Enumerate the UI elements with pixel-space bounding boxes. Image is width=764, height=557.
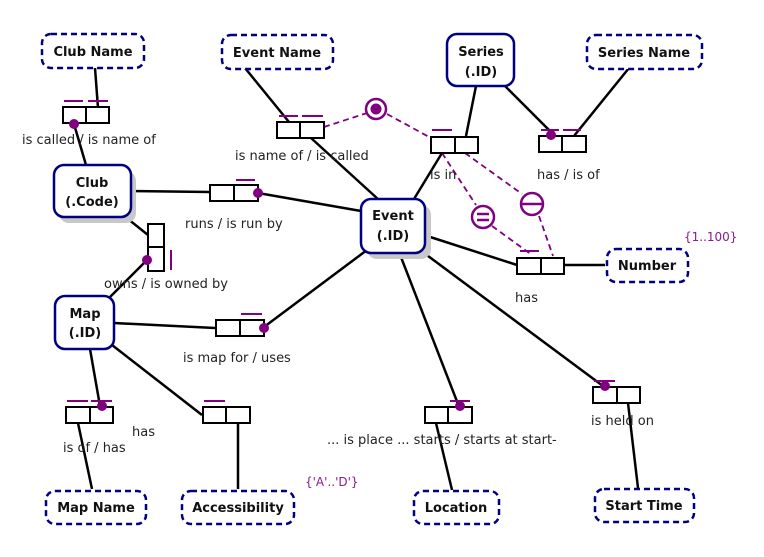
fact-reading: is of / has — [63, 441, 126, 456]
link-map-mapname — [88, 348, 102, 407]
entity-series-name: Series — [458, 45, 504, 60]
mandatory-dot — [69, 119, 79, 129]
link-runs-event — [257, 191, 362, 213]
entity-event-name: Event — [372, 209, 414, 224]
mandatory-dot — [600, 381, 610, 391]
link-map-mapfor — [113, 321, 216, 330]
value-series-name-label: Series Name — [598, 46, 690, 61]
value-constraint-number: {1..100} — [684, 230, 737, 244]
fact-event-name[interactable]: is name of / is called — [235, 115, 369, 164]
mandatory-dot — [546, 130, 556, 140]
link-mapnamefact-mapname — [76, 422, 94, 490]
fact-map-name[interactable]: is of / has — [63, 400, 126, 456]
fact-club-map[interactable]: owns / is owned by — [104, 223, 228, 292]
entity-series-refmode: (.ID) — [465, 65, 497, 80]
entity-map-name: Map — [69, 307, 100, 322]
link-fact-event — [310, 137, 380, 201]
link-eventname-fact — [244, 67, 290, 123]
mandatory-dot — [259, 323, 269, 333]
exclusion-icon[interactable] — [519, 191, 545, 217]
link-locfact-location — [434, 422, 454, 491]
link-map-access — [111, 344, 203, 416]
fact-map-accessibility[interactable]: has — [132, 400, 251, 440]
fact-event-series[interactable]: is in — [430, 129, 479, 183]
fact-reading: is called / is name of — [22, 133, 156, 148]
constraint-links — [323, 112, 554, 257]
fact-club-name[interactable]: is called / is name of — [22, 100, 156, 148]
fact-reading: owns / is owned by — [104, 277, 228, 292]
external-uniqueness-icon[interactable] — [364, 97, 388, 121]
value-event-name-label: Event Name — [233, 46, 321, 61]
dash-isin-eq — [441, 152, 477, 206]
dash-uc-isin — [386, 113, 432, 139]
link-fact-club — [72, 123, 88, 166]
value-accessibility[interactable]: Accessibility — [180, 489, 296, 526]
dash-excl-hasnum — [538, 215, 554, 257]
value-series-name[interactable]: Series Name — [585, 33, 704, 71]
link-hasname-seriesname — [573, 67, 630, 137]
entity-map[interactable]: Map (.ID) — [53, 294, 116, 351]
mandatory-dot — [142, 255, 152, 265]
entity-event-refmode: (.ID) — [377, 229, 409, 244]
value-start-time-label: Start Time — [605, 499, 682, 514]
fact-club-event[interactable]: runs / is run by — [185, 179, 283, 232]
value-number-label: Number — [618, 259, 677, 274]
fact-reading: has — [515, 291, 538, 306]
mandatory-dot — [97, 401, 107, 411]
value-number[interactable]: Number — [605, 247, 690, 284]
value-constraint-accessibility: {'A'..'D'} — [305, 475, 359, 489]
fact-event-location[interactable]: ... is place ... starts / starts at star… — [327, 400, 557, 448]
entity-club-refmode: (.Code) — [65, 195, 118, 210]
fact-reading: has / is of — [537, 168, 600, 183]
value-club-name[interactable]: Club Name — [40, 32, 146, 70]
value-map-name-label: Map Name — [57, 501, 135, 516]
value-event-name[interactable]: Event Name — [220, 33, 335, 71]
dash-uc-eventname — [323, 112, 368, 128]
entity-series[interactable]: Series (.ID) — [445, 32, 516, 88]
fact-reading: is in — [430, 168, 456, 183]
fact-reading: is name of / is called — [235, 149, 369, 164]
equality-icon[interactable] — [470, 204, 496, 230]
mandatory-dot — [455, 401, 465, 411]
link-owns-map — [109, 259, 148, 298]
entity-club-name: Club — [76, 176, 109, 191]
fact-event-time[interactable]: is held on — [591, 380, 654, 429]
entity-club[interactable]: Club (.Code) — [52, 163, 136, 223]
mandatory-dot — [253, 188, 263, 198]
fact-reading: has — [132, 425, 155, 440]
link-event-hasnum — [423, 233, 518, 267]
value-start-time[interactable]: Start Time — [593, 487, 696, 524]
value-club-name-label: Club Name — [53, 45, 132, 60]
link-mapfor-event — [263, 248, 368, 329]
link-isin-event — [412, 152, 444, 200]
value-location[interactable]: Location — [412, 489, 501, 526]
fact-reading: ... is place ... starts / starts at star… — [327, 433, 557, 448]
link-timefact-starttime — [626, 402, 640, 489]
dash-isin-excl — [464, 152, 523, 195]
fact-series-name[interactable]: has / is of — [537, 129, 600, 183]
link-club-runs — [129, 189, 211, 194]
value-map-name[interactable]: Map Name — [44, 489, 148, 526]
fact-reading: is map for / uses — [183, 351, 291, 366]
link-event-time — [419, 248, 604, 388]
link-series-isin — [464, 85, 478, 137]
value-accessibility-label: Accessibility — [192, 501, 284, 516]
value-location-label: Location — [425, 501, 488, 516]
fact-reading: runs / is run by — [185, 217, 283, 232]
role-links — [72, 67, 640, 491]
entity-event[interactable]: Event (.ID) — [359, 197, 431, 259]
fact-map-event[interactable]: is map for / uses — [183, 313, 291, 366]
fact-reading: is held on — [591, 414, 654, 429]
link-series-hasname — [504, 85, 551, 132]
entity-map-refmode: (.ID) — [69, 326, 101, 341]
link-event-location — [397, 251, 460, 405]
fact-event-number[interactable]: has — [515, 250, 565, 306]
